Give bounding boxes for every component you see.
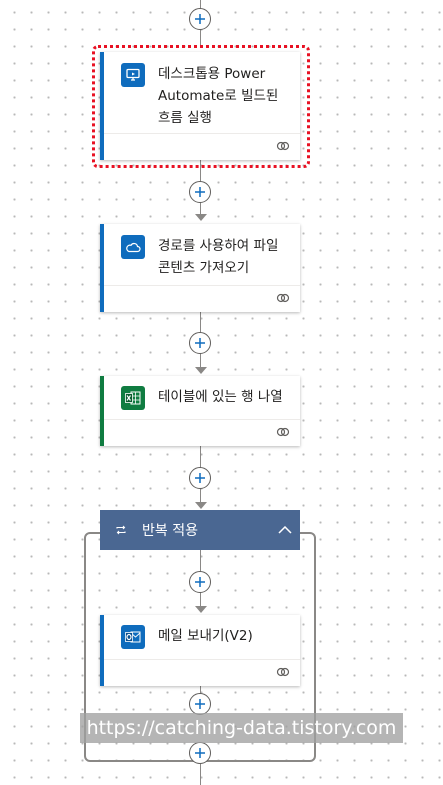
action-title: 데스크톱용 Power Automate로 빌드된 흐름 실행 xyxy=(158,66,279,126)
outlook-icon xyxy=(121,625,145,649)
add-step-button[interactable] xyxy=(189,467,211,489)
plus-icon xyxy=(195,187,205,197)
onedrive-icon xyxy=(121,235,145,259)
desktop-flow-icon xyxy=(121,63,145,87)
link-icon xyxy=(276,293,290,303)
link-icon xyxy=(276,141,290,151)
connector-arrow xyxy=(195,367,207,374)
connector-arrow xyxy=(195,502,207,509)
chevron-up-icon[interactable] xyxy=(278,526,292,534)
add-step-button[interactable] xyxy=(189,8,211,30)
connector-line xyxy=(200,760,201,785)
add-step-button[interactable] xyxy=(189,742,211,764)
apply-to-each-title: 반복 적용 xyxy=(142,523,198,539)
action-card-excel[interactable]: 테이블에 있는 행 나열 xyxy=(100,376,300,446)
plus-icon xyxy=(195,338,205,348)
add-step-button[interactable] xyxy=(189,181,211,203)
apply-to-each-header[interactable]: 반복 적용 xyxy=(100,510,300,550)
plus-icon xyxy=(195,473,205,483)
plus-icon xyxy=(195,14,205,24)
link-icon xyxy=(276,667,290,677)
selection-highlight xyxy=(92,45,310,168)
action-title: 테이블에 있는 행 나열 xyxy=(158,389,283,405)
action-card-onedrive[interactable]: 경로를 사용하여 파일 콘텐츠 가져오기 xyxy=(100,224,300,312)
excel-icon xyxy=(121,386,145,410)
add-step-button[interactable] xyxy=(189,571,211,593)
action-title: 경로를 사용하여 파일 콘텐츠 가져오기 xyxy=(158,238,279,276)
link-icon xyxy=(276,427,290,437)
action-title: 메일 보내기(V2) xyxy=(158,628,253,644)
plus-icon xyxy=(195,748,205,758)
add-step-button[interactable] xyxy=(189,332,211,354)
loop-icon xyxy=(116,525,126,535)
plus-icon xyxy=(195,577,205,587)
action-card-desktop-flow[interactable]: 데스크톱용 Power Automate로 빌드된 흐름 실행 xyxy=(100,52,300,160)
connector-arrow xyxy=(195,214,207,221)
plus-icon xyxy=(195,699,205,709)
action-card-outlook[interactable]: 메일 보내기(V2) xyxy=(100,615,300,686)
connector-arrow xyxy=(195,606,207,613)
add-step-button[interactable] xyxy=(189,693,211,715)
watermark-text: https://catching-data.tistory.com xyxy=(80,713,403,743)
